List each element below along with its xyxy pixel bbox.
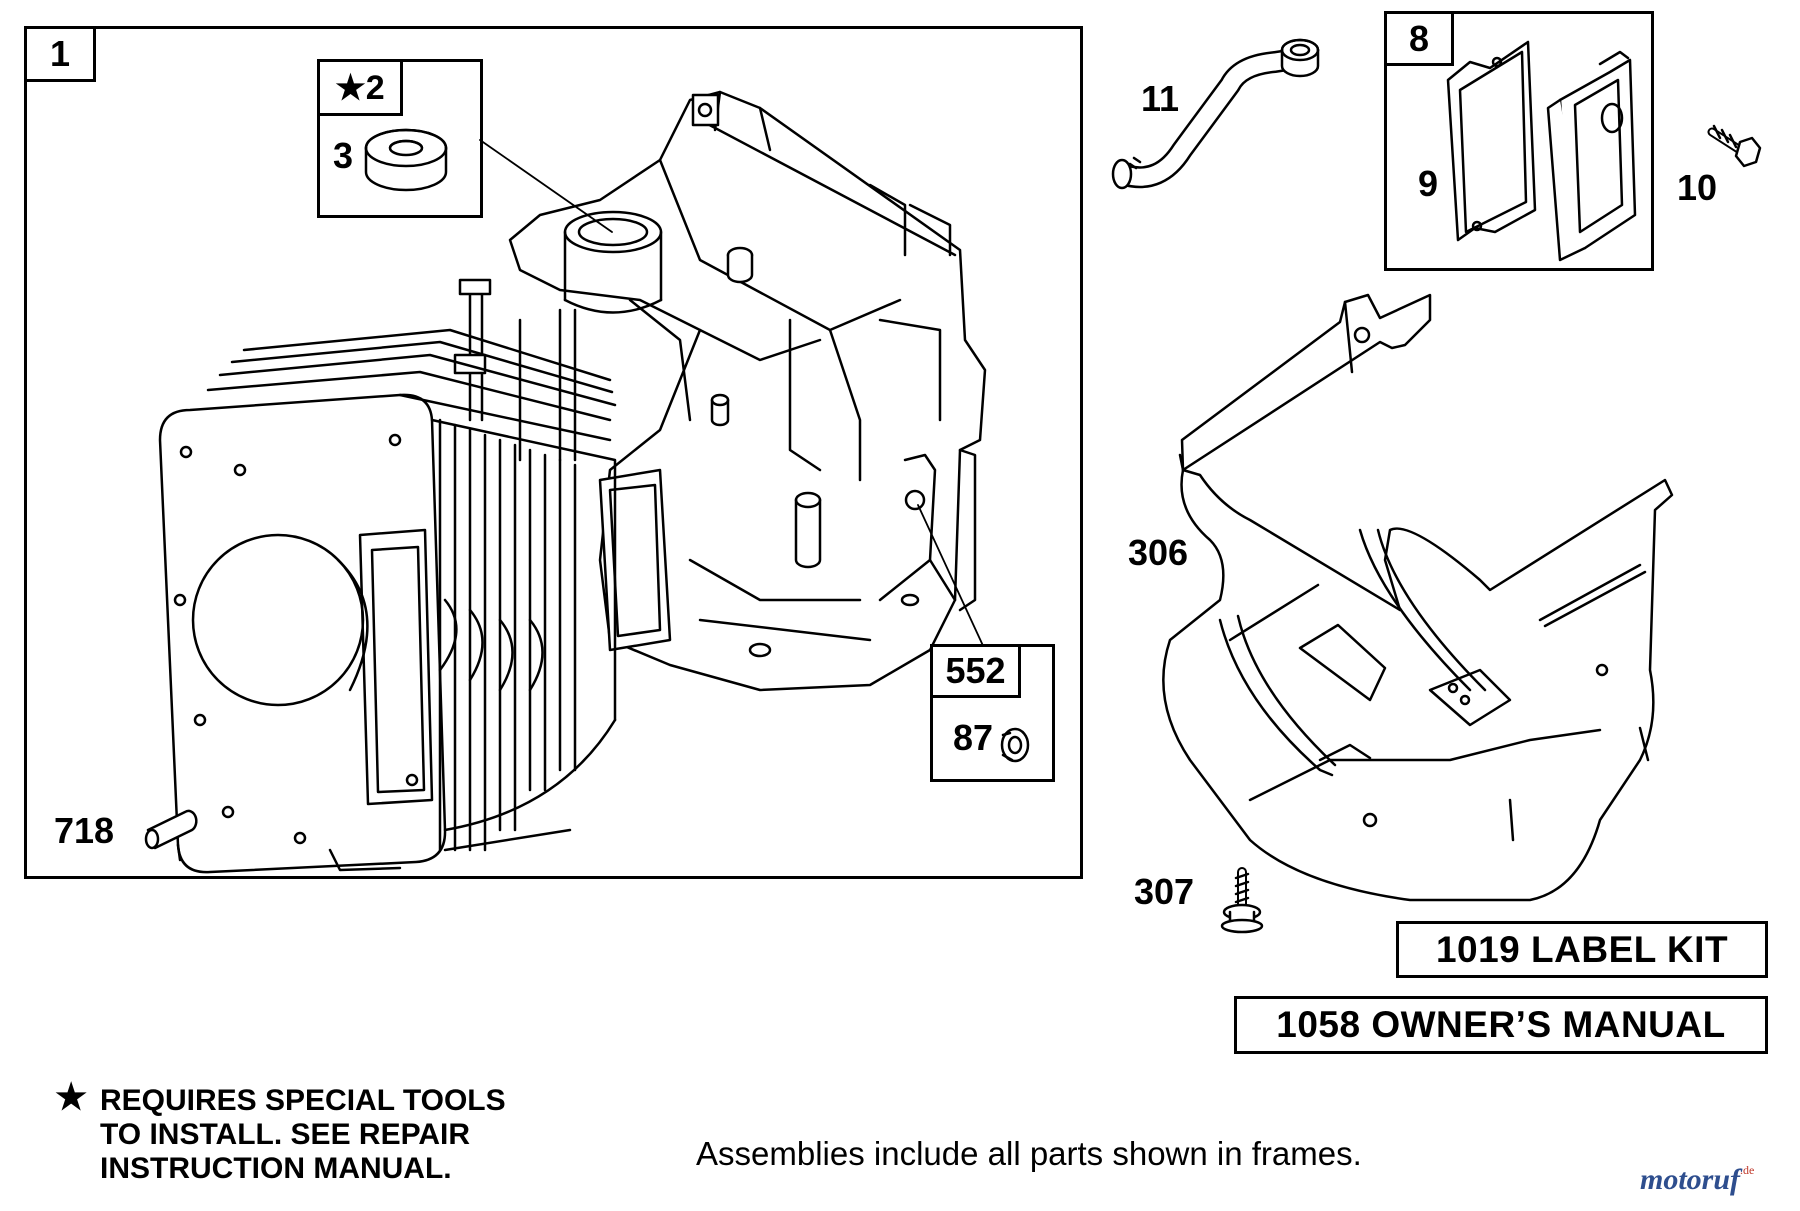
part-718-label: 718 bbox=[54, 810, 115, 851]
blower-shield-drawing bbox=[1162, 293, 1674, 902]
seal-part-3-drawing bbox=[364, 128, 448, 192]
watermark-brand: motoruf bbox=[1640, 1163, 1741, 1196]
part-87-label: 87 bbox=[953, 717, 994, 758]
kit-8-label: 8 bbox=[1384, 11, 1454, 66]
owners-manual-box: 1058 OWNER’S MANUAL bbox=[1234, 996, 1768, 1054]
screw-part-10-drawing bbox=[1707, 124, 1762, 168]
part-3-label: 3 bbox=[333, 135, 354, 176]
cover-plate-drawing bbox=[1546, 50, 1637, 262]
watermark-logo: motoruf.de bbox=[1640, 1163, 1754, 1197]
screw-part-307-drawing bbox=[1220, 867, 1264, 934]
dowel-pin-drawing bbox=[144, 809, 198, 850]
kit-552-label: 552 bbox=[930, 644, 1021, 698]
cylinder-block-drawing bbox=[158, 90, 987, 874]
part-10-label: 10 bbox=[1677, 167, 1718, 208]
special-tools-note: REQUIRES SPECIAL TOOLS TO INSTALL. SEE R… bbox=[100, 1084, 506, 1186]
leader-lines bbox=[479, 139, 986, 651]
label-kit-box: 1019 LABEL KIT bbox=[1396, 921, 1768, 978]
main-assembly-frame-label: 1 bbox=[24, 26, 96, 82]
seal-part-87-drawing bbox=[1000, 727, 1030, 763]
special-tools-line-1: REQUIRES SPECIAL TOOLS bbox=[100, 1084, 506, 1117]
watermark-suffix: .de bbox=[1740, 1163, 1755, 1177]
part-11-label: 11 bbox=[1141, 78, 1180, 119]
special-tools-star: ★ bbox=[55, 1076, 88, 1117]
assemblies-caption: Assemblies include all parts shown in fr… bbox=[696, 1135, 1362, 1172]
kit-8-frame bbox=[1384, 11, 1654, 271]
breather-tube-drawing bbox=[1111, 38, 1320, 190]
part-9-label: 9 bbox=[1418, 163, 1439, 204]
special-tools-line-3: INSTRUCTION MANUAL. bbox=[100, 1152, 452, 1185]
special-tools-line-2: TO INSTALL. SEE REPAIR bbox=[100, 1118, 471, 1151]
part-306-label: 306 bbox=[1128, 532, 1189, 573]
part-307-label: 307 bbox=[1134, 871, 1195, 912]
kit-2-label: ★2 bbox=[317, 59, 403, 116]
gasket-drawing bbox=[1446, 40, 1537, 242]
main-assembly-frame bbox=[24, 26, 1083, 879]
